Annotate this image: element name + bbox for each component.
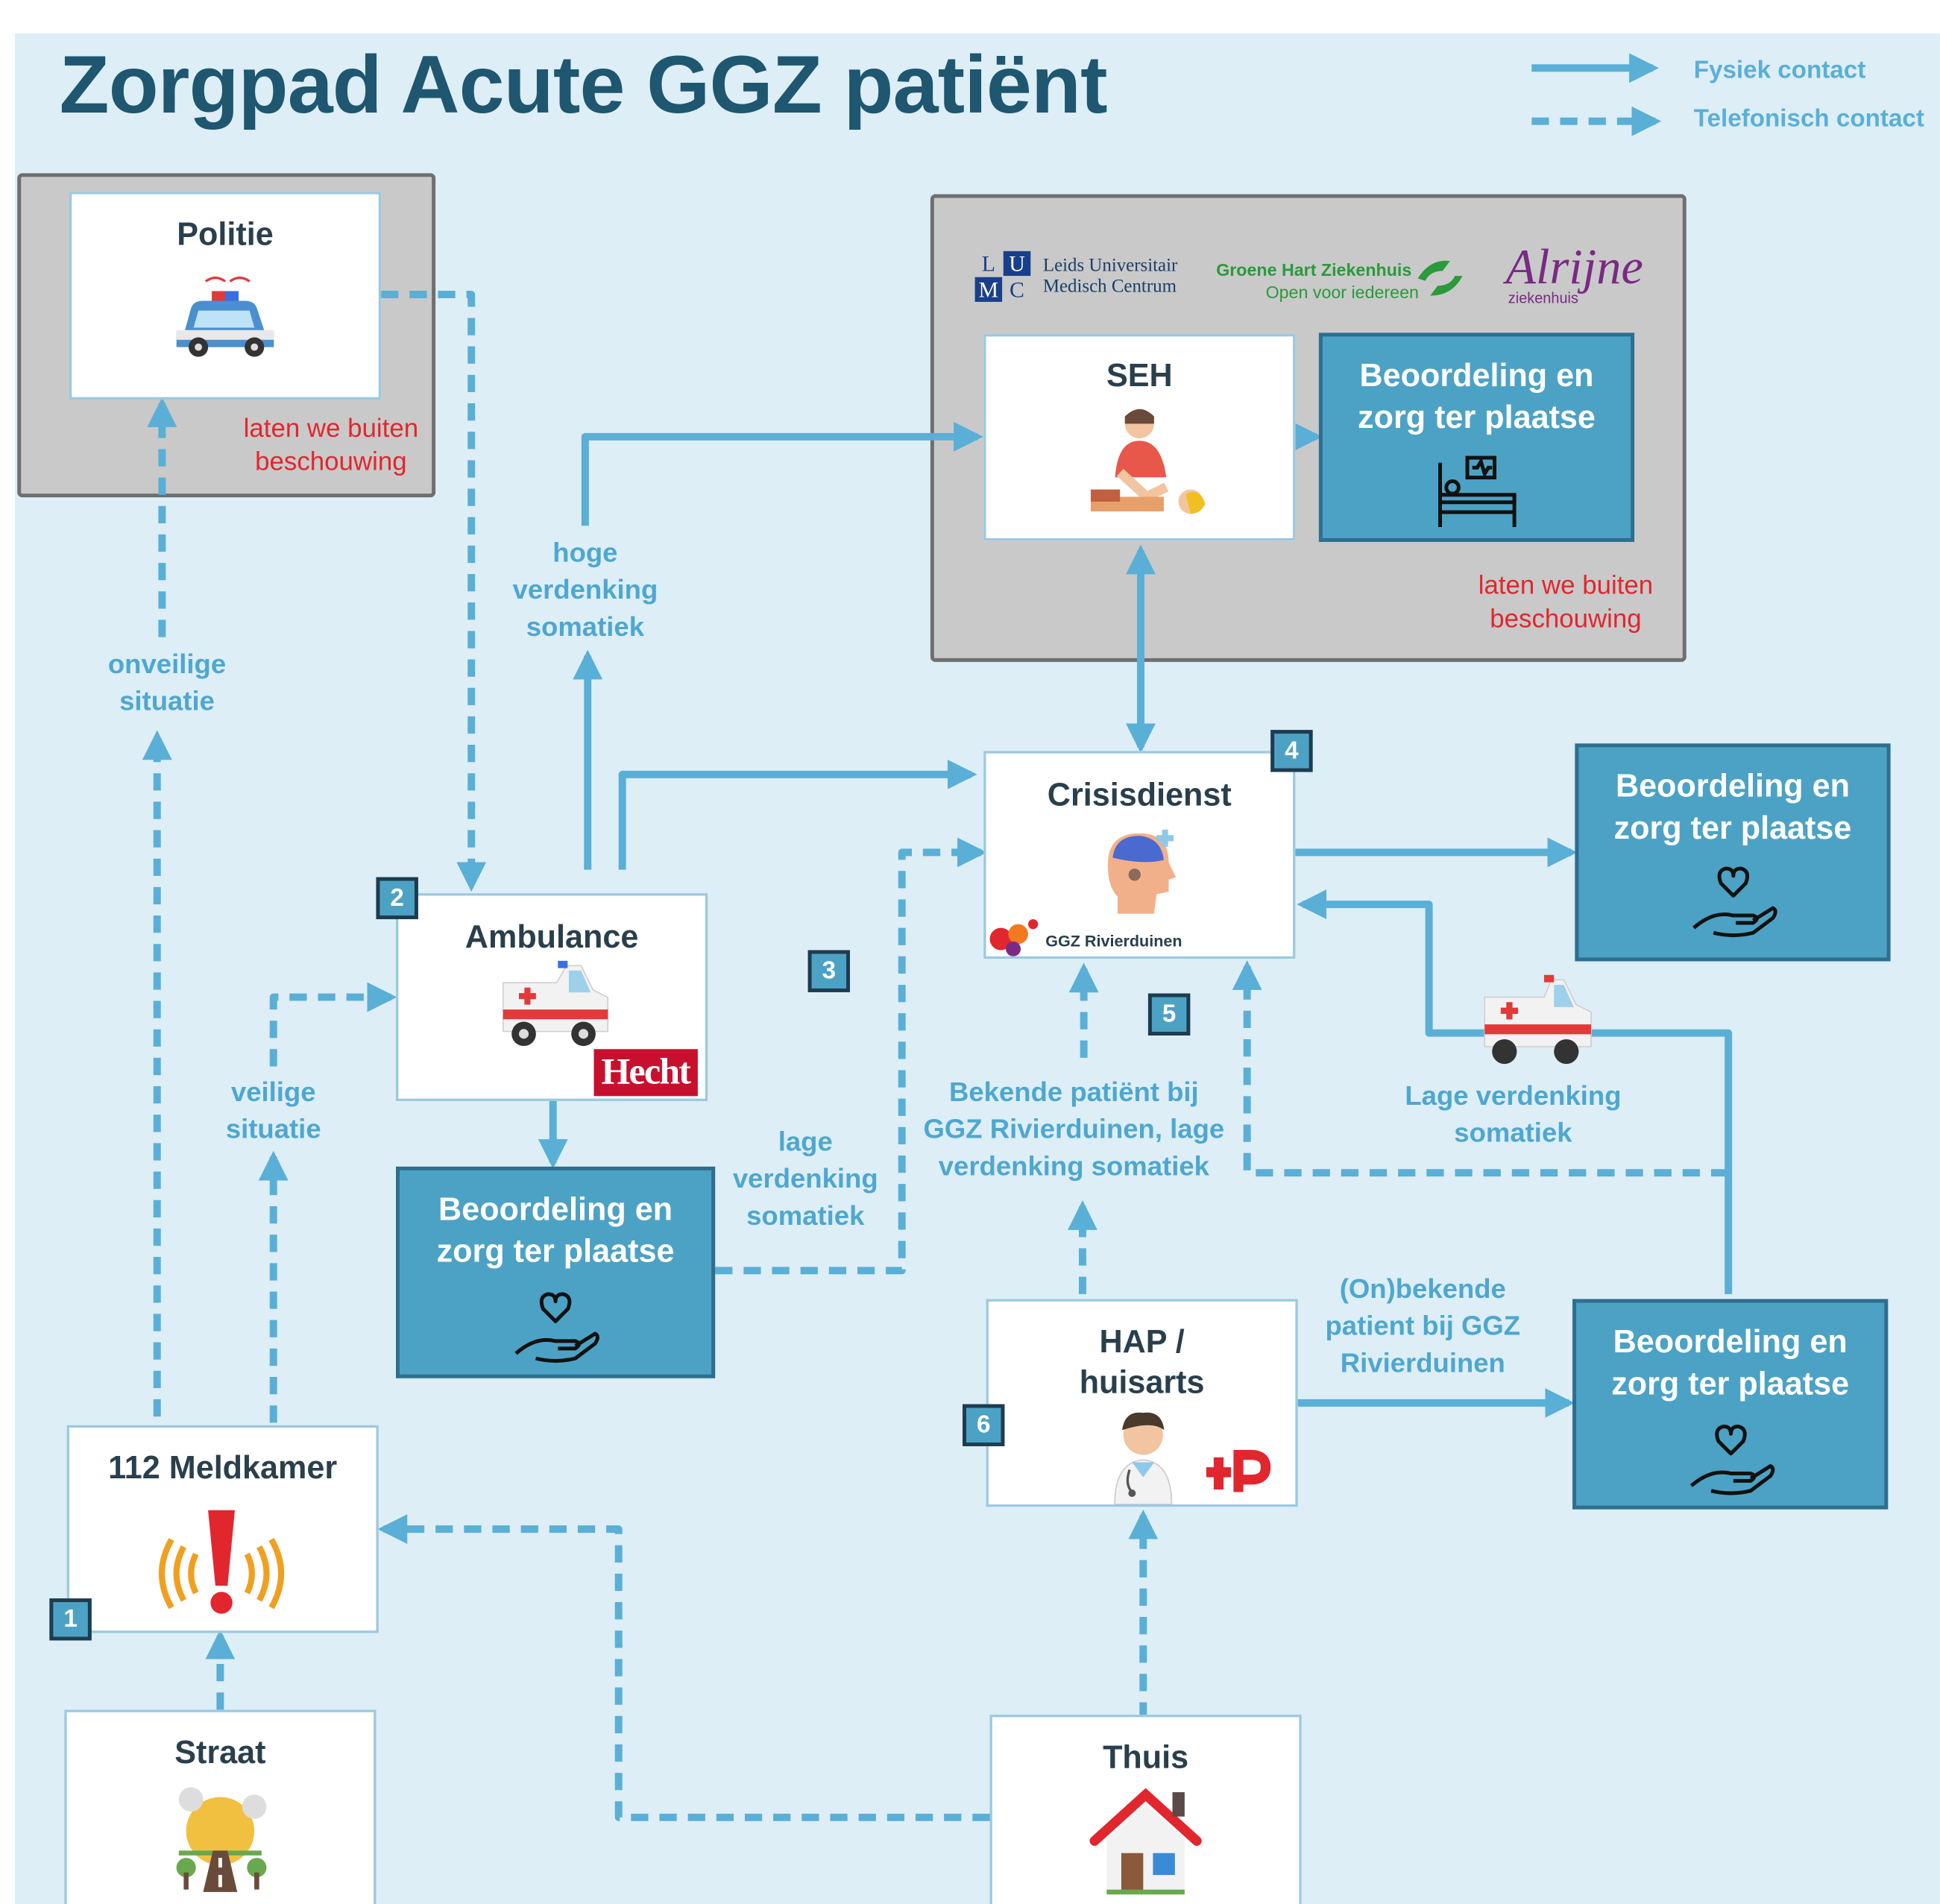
heart-hand-icon: [1692, 866, 1777, 938]
care-box-seh[interactable]: Beoordeling en zorg ter plaatse: [1318, 332, 1635, 542]
road-icon: [176, 1787, 267, 1892]
care-box-crisis[interactable]: Beoordeling en zorg ter plaatse: [1575, 743, 1891, 962]
ggz-logo-icon: [989, 919, 1039, 956]
node-politie[interactable]: Politie: [69, 192, 382, 400]
ggz-logo-text: GGZ Rivierduinen: [1045, 931, 1182, 951]
node-hap-label: HAP / huisarts: [1079, 1323, 1205, 1401]
care-box-ambulance[interactable]: Beoordeling en zorg ter plaatse: [396, 1166, 716, 1378]
police-car-icon: [176, 276, 274, 357]
alrijne-logo: Alrijne: [1505, 239, 1643, 294]
ghz-tagline: Open voor iedereen: [1265, 282, 1419, 302]
ghz-name: Groene Hart Ziekenhuis: [1216, 259, 1412, 280]
node-crisisdienst[interactable]: Crisisdienst GGZ Rivierduinen: [983, 751, 1296, 959]
care-box-crisis-label: Beoordeling en zorg ter plaatse: [1613, 766, 1852, 847]
arrow-lage-verdenking: [1297, 889, 1733, 1294]
excluded-note-hospital: laten we buiten beschouwing: [1478, 571, 1654, 634]
badge-6: 6: [963, 1404, 1005, 1446]
care-box-hap-label: Beoordeling en zorg ter plaatse: [1611, 1323, 1850, 1402]
arrow-ambulance-crisis: [618, 759, 977, 870]
node-thuis-label: Thuis: [1103, 1738, 1189, 1776]
node-hap[interactable]: HAP / huisarts: [986, 1299, 1298, 1507]
label-onveilige: onveilige situatie: [107, 648, 227, 716]
house-icon: [1089, 1788, 1202, 1895]
doctor-icon: [1114, 1412, 1173, 1504]
label-veilige: veilige situatie: [225, 1076, 321, 1145]
badge-2: 2: [376, 877, 418, 920]
cpr-icon: [1090, 409, 1206, 514]
node-straat[interactable]: Straat: [64, 1709, 377, 1904]
legend-phone-label: Telefonisch contact: [1693, 105, 1924, 133]
node-meldkamer[interactable]: 112 Meldkamer: [66, 1425, 379, 1633]
badge-3: 3: [807, 950, 851, 992]
care-box-seh-label: Beoordeling en zorg ter plaatse: [1358, 356, 1596, 436]
head-brain-icon: [1107, 829, 1177, 914]
node-meldkamer-label: 112 Meldkamer: [108, 1449, 338, 1487]
ghz-logo-icon: [1417, 260, 1463, 296]
hospital-bed-icon: [1437, 455, 1516, 527]
label-onbekende: (On)bekende patient bij GGZ Rivierduinen: [1325, 1273, 1521, 1378]
lumc-name: Leids Universitair Medisch Centrum: [1042, 256, 1178, 297]
badge-1: 1: [49, 1598, 92, 1641]
arrow-ambulance-seh: [581, 421, 983, 526]
node-ambulance[interactable]: Ambulance Hecht: [396, 893, 708, 1101]
legend-physical-label: Fysiek contact: [1693, 57, 1866, 84]
page-title: Zorgpad Acute GGZ patiënt: [59, 38, 1108, 130]
care-box-ambulance-label: Beoordeling en zorg ter plaatse: [436, 1190, 675, 1270]
node-politie-label: Politie: [177, 215, 274, 253]
badge-5: 5: [1147, 993, 1191, 1036]
ambulance-small-icon: [1484, 974, 1592, 1065]
label-lage-verdenking: Lage verdenking somatiek: [1405, 1079, 1622, 1149]
label-lage: lage verdenking somatiek: [732, 1126, 878, 1232]
alrijne-sub: ziekenhuis: [1508, 289, 1578, 307]
badge-4: 4: [1270, 730, 1313, 772]
heart-hand-icon: [1689, 1424, 1774, 1495]
lumc-logo: L U M C: [974, 250, 1035, 303]
alarm-icon: [159, 1510, 285, 1614]
node-thuis[interactable]: Thuis: [989, 1715, 1302, 1904]
arrow-veilige-upper: [269, 982, 397, 1067]
label-hoge: hoge verdenking somatiek: [512, 537, 658, 643]
heart-hand-icon: [514, 1292, 599, 1363]
label-bekende: Bekende patiënt bij GGZ Rivierduinen, la…: [923, 1076, 1225, 1182]
care-box-hap[interactable]: Beoordeling en zorg ter plaatse: [1572, 1299, 1889, 1510]
hap-logo-icon: [1206, 1449, 1271, 1492]
node-ambulance-label: Ambulance: [464, 918, 639, 956]
node-seh-label: SEH: [1106, 356, 1173, 394]
hecht-logo: Hecht: [593, 1049, 698, 1097]
arrow-politie-ambulance: [381, 290, 487, 892]
arrow-thuis-meldkamer: [377, 1514, 990, 1821]
excluded-note-police: laten we buiten beschouwing: [243, 414, 419, 476]
arrow-care-crisis: [715, 837, 987, 1275]
node-crisis-label: Crisisdienst: [1047, 775, 1232, 813]
node-seh[interactable]: SEH: [983, 334, 1296, 541]
ambulance-icon: [502, 960, 609, 1047]
node-straat-label: Straat: [174, 1733, 266, 1771]
